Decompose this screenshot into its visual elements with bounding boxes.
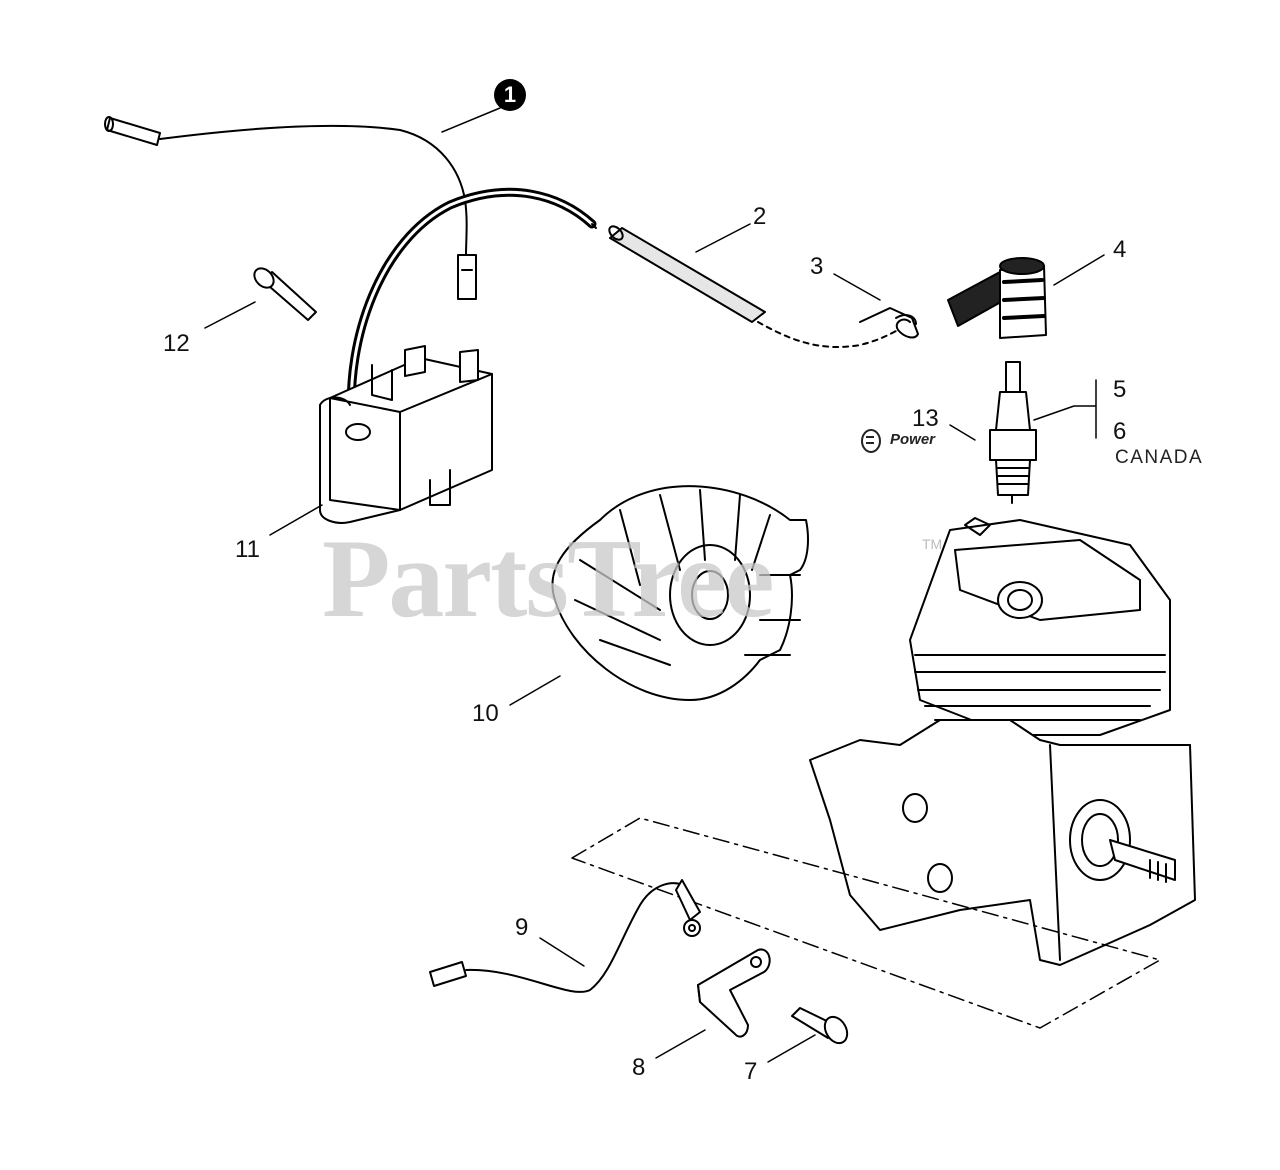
spark-plug <box>989 361 1037 504</box>
foam-tube <box>608 225 766 323</box>
guide-line-2-3 <box>757 321 899 349</box>
callout-4: 4 <box>1113 236 1127 263</box>
spring-3 <box>859 307 919 339</box>
spark-plug-boot <box>947 257 1047 339</box>
callout-2: 2 <box>753 203 767 230</box>
assembly-bracket-outline <box>571 817 1161 1029</box>
leader-2 <box>695 223 751 253</box>
screw-12 <box>253 267 317 321</box>
l-bracket <box>697 948 771 1038</box>
spark-plug-wire <box>104 116 477 300</box>
callout-7: 7 <box>744 1058 758 1085</box>
leader-8 <box>655 1029 706 1059</box>
leader-1 <box>441 107 501 133</box>
leader-7 <box>767 1034 816 1063</box>
repower-logo-text: Power <box>890 431 936 448</box>
ignition-coil <box>319 187 597 524</box>
callout-11: 11 <box>235 536 260 563</box>
leader-4 <box>1053 254 1105 286</box>
callout-1-badge: 1 <box>494 79 526 111</box>
leader-3 <box>833 273 881 301</box>
leader-10 <box>509 675 561 706</box>
engine-assembly <box>809 517 1196 966</box>
leader-13 <box>949 424 976 441</box>
leader-lines <box>204 107 1105 1063</box>
callout-12: 12 <box>163 330 190 357</box>
leader-9 <box>539 937 585 967</box>
repower-logo-icon <box>861 429 881 453</box>
callout-5: 5 <box>1113 376 1127 403</box>
ground-wire <box>429 879 701 993</box>
leader-5-6 <box>1033 379 1097 439</box>
callout-10: 10 <box>472 700 499 727</box>
leader-11 <box>269 504 323 536</box>
watermark-text: PartsTree <box>322 517 775 641</box>
canada-note: CANADA <box>1115 447 1204 468</box>
bolt-7 <box>791 1007 849 1045</box>
leader-12 <box>204 301 256 329</box>
repower-logo <box>860 427 882 460</box>
callout-6: 6 <box>1113 418 1127 445</box>
watermark-trademark: TM <box>922 536 943 552</box>
callout-9: 9 <box>515 914 529 941</box>
callout-13: 13 <box>912 405 939 432</box>
callout-8: 8 <box>632 1054 646 1081</box>
callout-3: 3 <box>810 253 824 280</box>
flywheel <box>551 485 809 701</box>
